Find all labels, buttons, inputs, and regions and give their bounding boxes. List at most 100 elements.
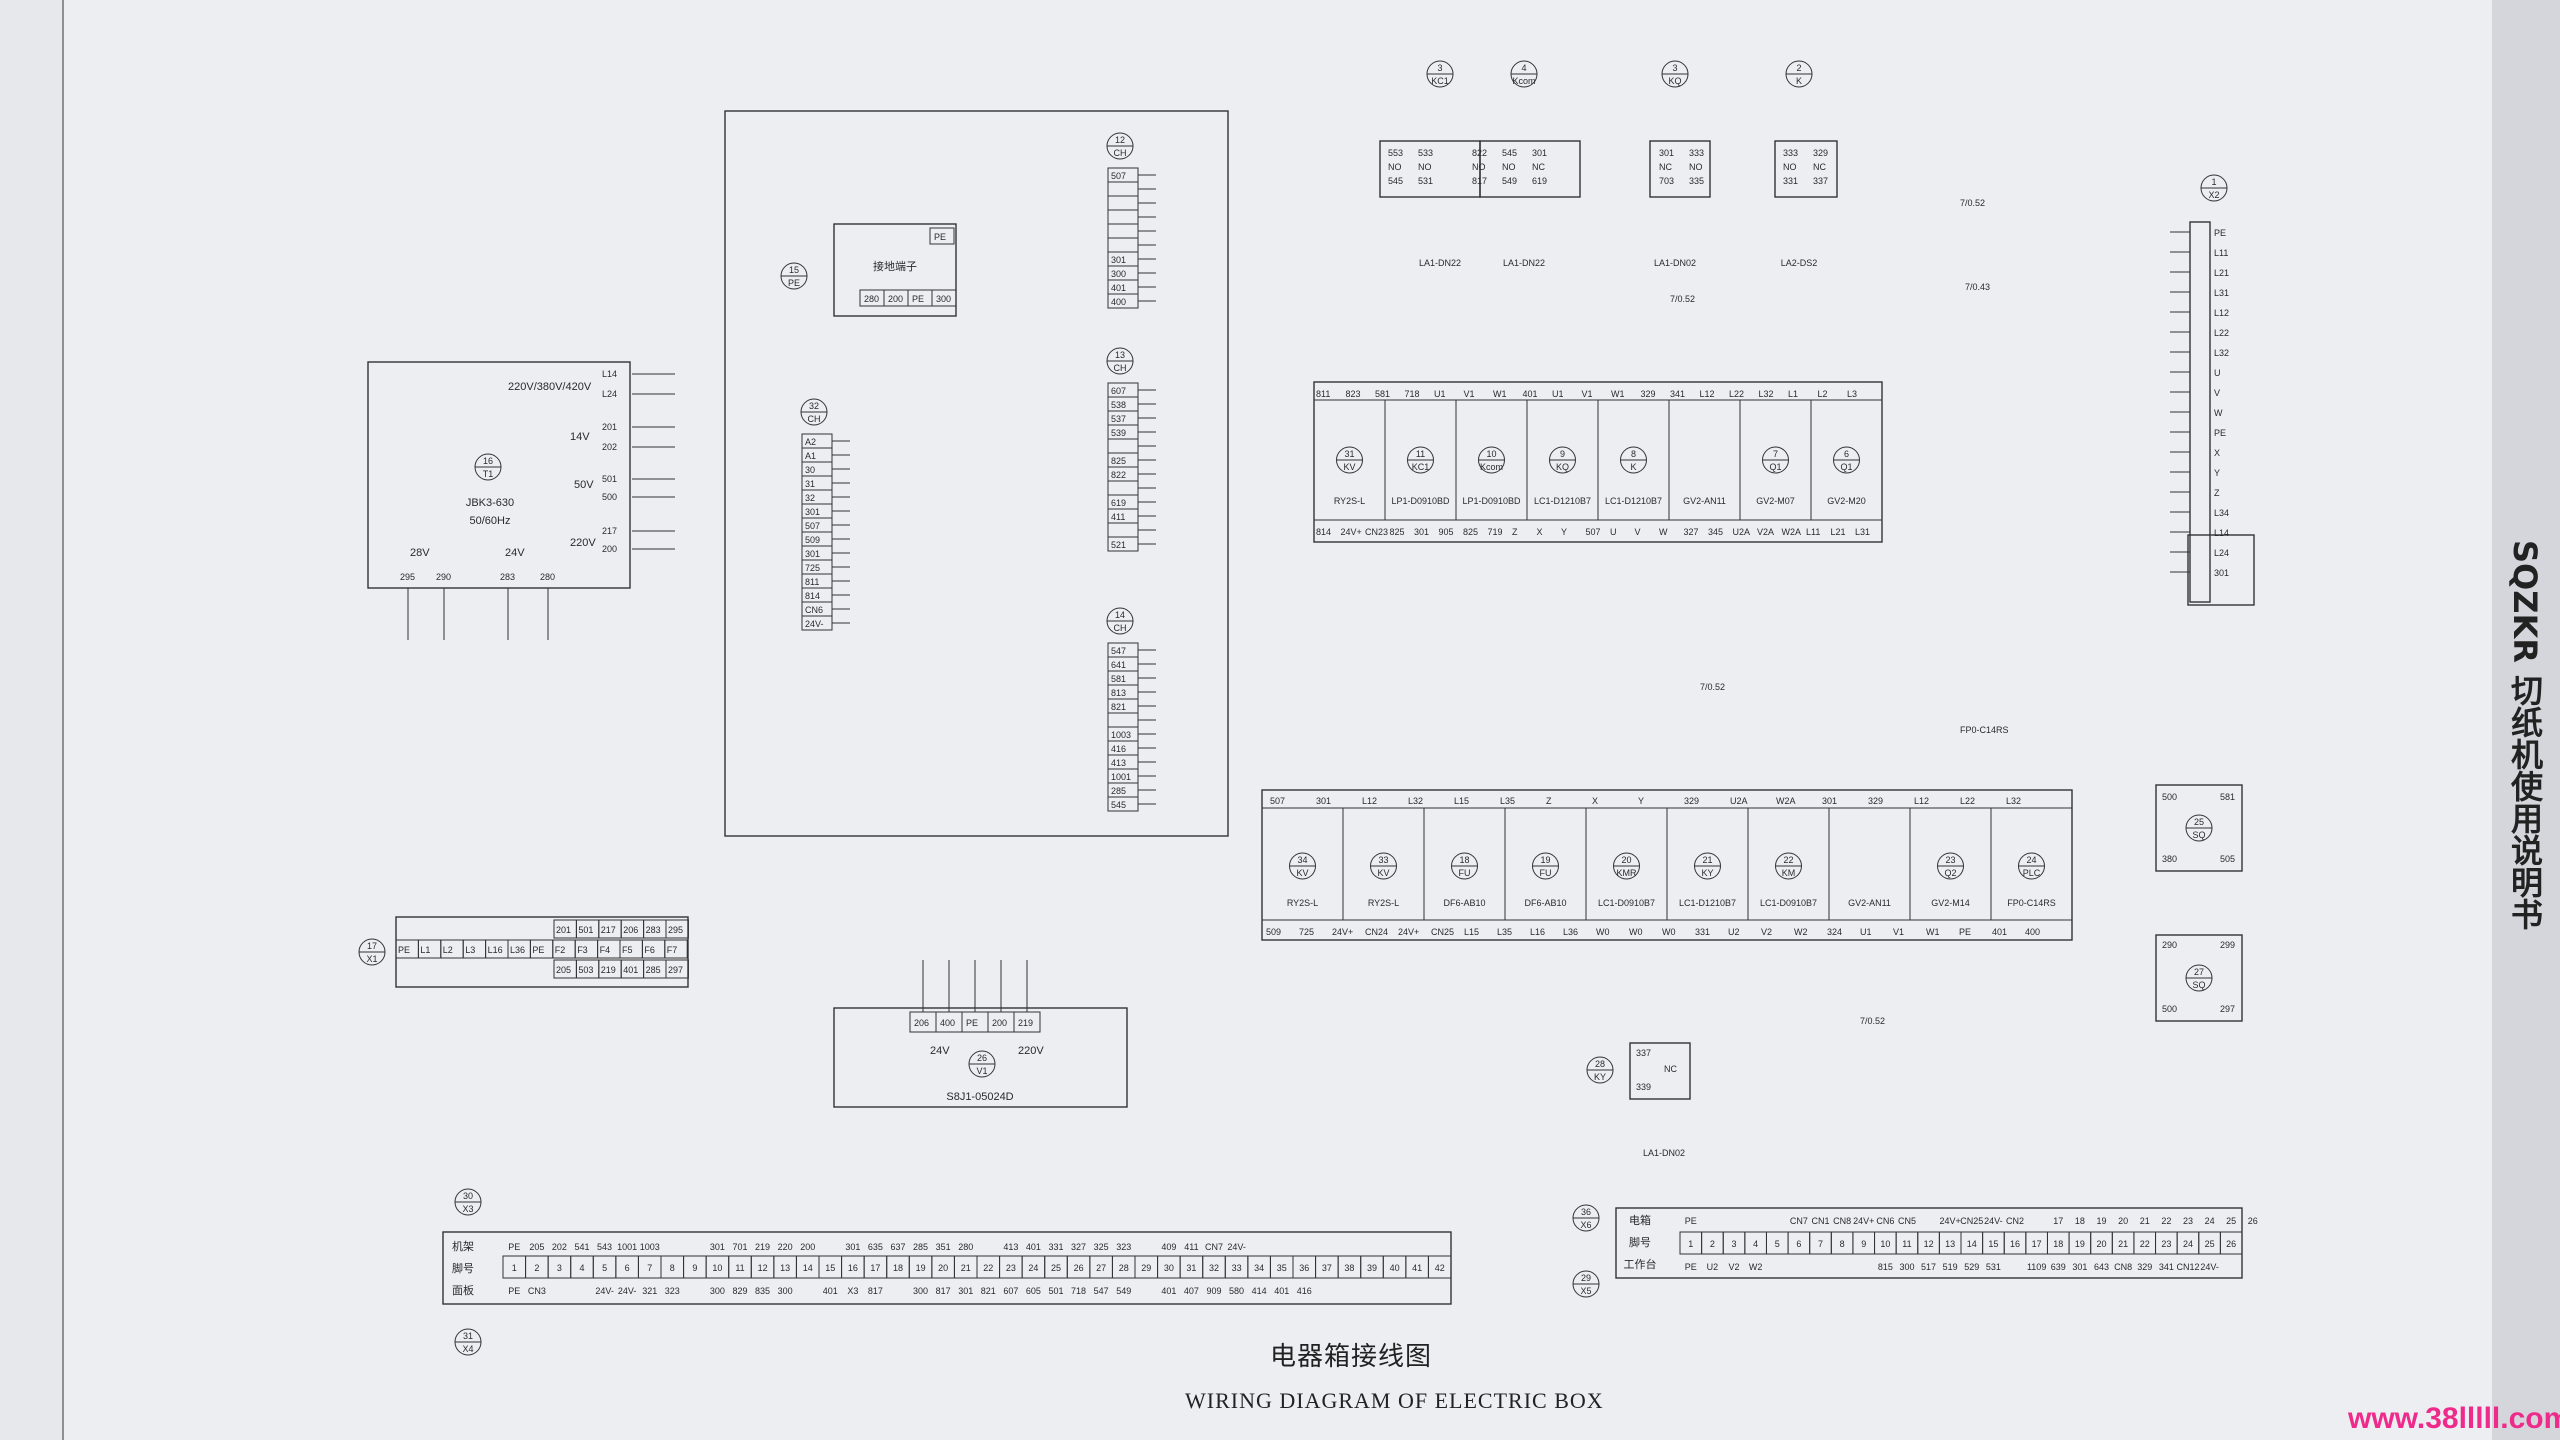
relay-pin: 337 bbox=[1813, 176, 1828, 186]
rail-top-model: LC1-D1210B7 bbox=[1605, 496, 1662, 506]
x3-pin: 39 bbox=[1367, 1263, 1377, 1273]
x6-pin: 7 bbox=[1818, 1239, 1823, 1249]
designator-number: 32 bbox=[809, 401, 819, 411]
designator-tag: X1 bbox=[366, 954, 377, 964]
rail-bottom-terminal: W2A bbox=[1776, 796, 1796, 806]
x6-pin: 18 bbox=[2053, 1239, 2063, 1249]
ch13-pin-label: 538 bbox=[1111, 400, 1126, 410]
rail-bottom-terminal: V2 bbox=[1761, 927, 1772, 937]
designator-number: 18 bbox=[1459, 855, 1469, 865]
rail-top-terminal: U1 bbox=[1552, 389, 1564, 399]
x6-table: 531 bbox=[1986, 1262, 2001, 1272]
sq-pin: 380 bbox=[2162, 854, 2177, 864]
designator-tag: KV bbox=[1377, 868, 1389, 878]
rail-top-terminal: 401 bbox=[1523, 389, 1538, 399]
designator-number: 25 bbox=[2194, 817, 2204, 827]
rail-bottom-terminal: 507 bbox=[1270, 796, 1285, 806]
x3-frame: 325 bbox=[1094, 1242, 1109, 1252]
designator-number: 16 bbox=[483, 456, 493, 466]
x3-panel: 605 bbox=[1026, 1286, 1041, 1296]
x3-panel: 24V- bbox=[618, 1286, 637, 1296]
rail-bottom-terminal: 329 bbox=[1684, 796, 1699, 806]
sq-pin: 500 bbox=[2162, 1004, 2177, 1014]
x3-pin: 37 bbox=[1322, 1263, 1332, 1273]
rail-top-terminal: W bbox=[1659, 527, 1668, 537]
ch14-pin-label: 1003 bbox=[1111, 730, 1131, 740]
designator-tag: V1 bbox=[976, 1066, 987, 1076]
x3-panel: 300 bbox=[778, 1286, 793, 1296]
x6-pin: 21 bbox=[2118, 1239, 2128, 1249]
ch14-pin-label: 821 bbox=[1111, 702, 1126, 712]
x1-label: 219 bbox=[601, 965, 616, 975]
x6-table: V2 bbox=[1729, 1262, 1740, 1272]
x3-pin: 30 bbox=[1164, 1263, 1174, 1273]
rail-top-terminal: 345 bbox=[1708, 527, 1723, 537]
x3-panel: 549 bbox=[1116, 1286, 1131, 1296]
x6-pin: 20 bbox=[2096, 1239, 2106, 1249]
designator-tag: SQ bbox=[2192, 980, 2205, 990]
designator-tag: T1 bbox=[483, 469, 494, 479]
transformer-tap: 220V bbox=[570, 537, 596, 549]
x6-box: 18 bbox=[2075, 1216, 2085, 1226]
ch14-pin-label: 413 bbox=[1111, 758, 1126, 768]
chb-pin-label: 301 bbox=[805, 549, 820, 559]
transformer-terminal: L14 bbox=[602, 369, 617, 379]
x6-table: 643 bbox=[2094, 1262, 2109, 1272]
relay-pin: 545 bbox=[1502, 148, 1517, 158]
x6-box: 26 bbox=[2248, 1216, 2258, 1226]
x3-panel: 835 bbox=[755, 1286, 770, 1296]
rail-top-terminal: 24V+ bbox=[1341, 527, 1362, 537]
sq-pin: 505 bbox=[2220, 854, 2235, 864]
x1-label: 503 bbox=[578, 965, 593, 975]
rail-top-terminal: 825 bbox=[1390, 527, 1405, 537]
x3-pin: 8 bbox=[670, 1263, 675, 1273]
designator-number: 1 bbox=[2211, 177, 2216, 187]
x3-pin: 9 bbox=[692, 1263, 697, 1273]
transformer-tap: 14V bbox=[570, 431, 590, 443]
relay-pin: 333 bbox=[1783, 148, 1798, 158]
right-strip-pin: L21 bbox=[2214, 268, 2229, 278]
x1-label: L1 bbox=[420, 945, 430, 955]
x6-pin: 1 bbox=[1688, 1239, 1693, 1249]
ky-pin: 339 bbox=[1636, 1082, 1651, 1092]
x3-panel: 821 bbox=[981, 1286, 996, 1296]
rail-bottom-model: GV2-M14 bbox=[1931, 898, 1970, 908]
relay-pin: 301 bbox=[1532, 148, 1547, 158]
relay-pin: 329 bbox=[1813, 148, 1828, 158]
x6-table: 529 bbox=[1964, 1262, 1979, 1272]
relay-pin: 553 bbox=[1388, 148, 1403, 158]
wire-spec-label: 7/0.52 bbox=[1700, 682, 1725, 692]
right-strip-pin: 301 bbox=[2214, 568, 2229, 578]
designator-tag: Kcom bbox=[1480, 462, 1503, 472]
ch13-pin-label: 411 bbox=[1111, 512, 1125, 522]
ch13-pin-label: 619 bbox=[1111, 498, 1126, 508]
rail-bottom-terminal: L35 bbox=[1500, 796, 1515, 806]
x6-table: CN12 bbox=[2176, 1262, 2199, 1272]
x3-pin: 23 bbox=[1006, 1263, 1016, 1273]
x3-frame: 1001 bbox=[617, 1242, 637, 1252]
x6-pin: 3 bbox=[1732, 1239, 1737, 1249]
ch14-pin-label: 813 bbox=[1111, 688, 1126, 698]
x3-panel: 401 bbox=[1161, 1286, 1176, 1296]
right-strip-pin: X bbox=[2214, 448, 2220, 458]
x3-panel: 24V- bbox=[595, 1286, 614, 1296]
designator-tag: SQ bbox=[2192, 830, 2205, 840]
x6-pin: 22 bbox=[2140, 1239, 2150, 1249]
designator-tag: CH bbox=[1114, 148, 1127, 158]
x3-pin: 24 bbox=[1028, 1263, 1038, 1273]
x3-frame: 413 bbox=[1003, 1242, 1018, 1252]
x6-box: 24V+ bbox=[1853, 1216, 1874, 1226]
relay-pin: NC bbox=[1813, 162, 1826, 172]
paper-sheet bbox=[62, 0, 2494, 1440]
designator-tag: FU bbox=[1459, 868, 1471, 878]
x6-table: PE bbox=[1685, 1262, 1697, 1272]
ky-pin: NC bbox=[1664, 1064, 1677, 1074]
ch12-pin-label: 400 bbox=[1111, 297, 1126, 307]
x6-box: 20 bbox=[2118, 1216, 2128, 1226]
x6-box: 21 bbox=[2140, 1216, 2150, 1226]
designator-tag: KC1 bbox=[1412, 462, 1430, 472]
designator-number: 24 bbox=[2026, 855, 2036, 865]
ch13-pin-label: 537 bbox=[1111, 414, 1126, 424]
ch12-pin bbox=[1107, 209, 1139, 225]
wire-spec-label: 7/0.52 bbox=[1670, 294, 1695, 304]
